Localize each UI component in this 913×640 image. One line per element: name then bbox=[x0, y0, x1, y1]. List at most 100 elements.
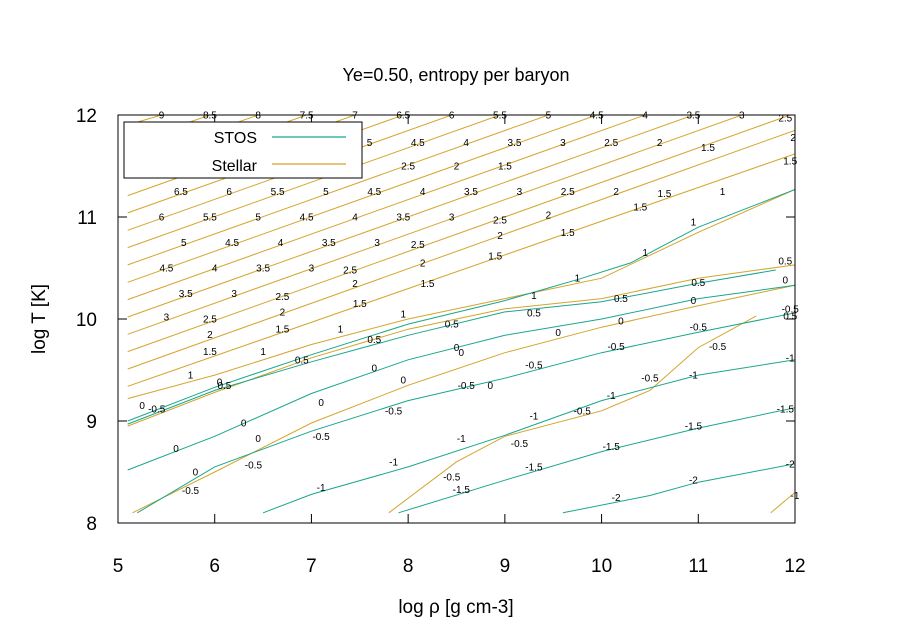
contour-label: 0 bbox=[318, 398, 324, 409]
contour-label: 6 bbox=[449, 111, 455, 122]
contour-label: 8.5 bbox=[203, 111, 217, 122]
contour-stos-1 bbox=[127, 189, 795, 422]
x-tick-label: 5 bbox=[113, 556, 124, 577]
contour-label: 0.5 bbox=[367, 335, 381, 346]
contour-label: 5.5 bbox=[203, 213, 217, 224]
contour-label: 4.5 bbox=[367, 187, 381, 198]
y-tick-label: 12 bbox=[76, 106, 97, 127]
contour-stos--1.5 bbox=[398, 407, 795, 514]
contour-label: 2.5 bbox=[493, 216, 507, 227]
y-tick-label: 9 bbox=[86, 412, 97, 433]
contour-stellar-0.5 bbox=[127, 264, 795, 427]
contour-label: -1 bbox=[529, 411, 538, 422]
contour-label: 2.5 bbox=[778, 114, 792, 125]
contour-label: 3 bbox=[517, 187, 523, 198]
contour-label: 1.5 bbox=[498, 162, 512, 173]
contour-label: -0.5 bbox=[525, 360, 543, 371]
contour-label: 0 bbox=[193, 468, 199, 479]
x-axis-label: log ρ [g cm-3] bbox=[398, 597, 513, 618]
contour-stellar-1.5 bbox=[127, 153, 795, 387]
contour-stellar-2.5 bbox=[127, 115, 791, 353]
series-layer bbox=[127, 115, 795, 514]
contour-label: -0.5 bbox=[690, 323, 708, 334]
contour-label: 0.5 bbox=[217, 381, 231, 392]
contour-label: 4 bbox=[420, 187, 426, 198]
contour-label: -1 bbox=[607, 391, 616, 402]
contour-label: -1 bbox=[457, 434, 466, 445]
contour-label: -0.5 bbox=[182, 486, 200, 497]
contour-label: 2 bbox=[497, 231, 503, 242]
contour-label: 9 bbox=[159, 111, 165, 122]
contour-label: 3.5 bbox=[322, 238, 336, 249]
contour-label: 3 bbox=[231, 289, 237, 300]
legend-label-stos: STOS bbox=[214, 130, 257, 147]
contour-stellar-3 bbox=[127, 115, 742, 335]
contour-label: 4 bbox=[642, 111, 648, 122]
contour-label: 4.5 bbox=[159, 264, 173, 275]
contour-label: 3 bbox=[164, 313, 170, 324]
contour-label: -0.5 bbox=[312, 432, 330, 443]
contour-label: -1 bbox=[689, 371, 698, 382]
contour-label: 2 bbox=[790, 133, 796, 144]
contour-label: 2.5 bbox=[401, 162, 415, 173]
contour-label: 1.5 bbox=[561, 228, 575, 239]
contour-label: 6 bbox=[226, 187, 232, 198]
x-tick-label: 6 bbox=[209, 556, 220, 577]
contour-stellar-0 bbox=[132, 284, 795, 514]
contour-label: -2 bbox=[612, 493, 621, 504]
contour-label: 7 bbox=[352, 111, 358, 122]
contour-label: -1 bbox=[389, 457, 398, 468]
contour-stellar-1 bbox=[127, 189, 795, 400]
contour-label: 0 bbox=[459, 348, 465, 359]
contour-label: -0.5 bbox=[385, 406, 403, 417]
contour-stos--1 bbox=[262, 359, 795, 514]
contour-stellar--1 bbox=[770, 492, 795, 514]
contour-label: 2.5 bbox=[411, 240, 425, 251]
contour-label: 0 bbox=[173, 444, 179, 455]
contour-stos--0.5 bbox=[137, 312, 795, 514]
contour-label: 3.5 bbox=[256, 264, 270, 275]
x-tick-label: 12 bbox=[784, 556, 805, 577]
contour-label: 6.5 bbox=[396, 111, 410, 122]
contour-label: 4.5 bbox=[300, 213, 314, 224]
contour-label: 0 bbox=[555, 328, 561, 339]
contour-label: 3 bbox=[739, 111, 745, 122]
contour-label: 0 bbox=[401, 376, 407, 387]
contour-label: -0.5 bbox=[148, 404, 166, 415]
contour-label: 1 bbox=[401, 309, 407, 320]
contour-label: 4.5 bbox=[590, 111, 604, 122]
contour-label: -1.5 bbox=[603, 442, 621, 453]
contour-label: 2 bbox=[613, 187, 619, 198]
series-stos bbox=[127, 189, 795, 514]
contour-stos--2 bbox=[562, 463, 795, 514]
x-tick-label: 9 bbox=[500, 556, 511, 577]
contour-label: 3 bbox=[449, 213, 455, 224]
contour-label: 0 bbox=[241, 419, 247, 430]
contour-label: 2 bbox=[454, 162, 460, 173]
contour-stellar-5.5 bbox=[127, 115, 501, 249]
contour-label: 3.5 bbox=[179, 289, 193, 300]
x-tick-label: 10 bbox=[591, 556, 612, 577]
contour-label: 7.5 bbox=[300, 111, 314, 122]
contour-label: 0.5 bbox=[778, 256, 792, 267]
contour-label: 1 bbox=[720, 187, 726, 198]
contour-label: 4 bbox=[212, 264, 218, 275]
contour-label: 0.5 bbox=[527, 308, 541, 319]
contour-label: -0.5 bbox=[511, 439, 529, 450]
contour-label: 4.5 bbox=[411, 138, 425, 149]
contour-label: -1.5 bbox=[525, 462, 543, 473]
contour-label: 5 bbox=[367, 138, 373, 149]
contour-label: 1.5 bbox=[275, 325, 289, 336]
contour-label: -0.5 bbox=[709, 342, 727, 353]
contour-stos-0.5 bbox=[127, 269, 776, 425]
contour-stellar-5 bbox=[127, 115, 549, 266]
contour-stellar--0.5 bbox=[388, 315, 757, 514]
contour-label: 1.5 bbox=[203, 347, 217, 358]
contour-label: 6 bbox=[159, 213, 165, 224]
contour-label: 1 bbox=[188, 371, 194, 382]
contour-label: -1.5 bbox=[685, 422, 703, 433]
contour-label: 0 bbox=[783, 276, 789, 287]
contour-label: -0.5 bbox=[443, 473, 461, 484]
contour-label: -2 bbox=[689, 476, 698, 487]
